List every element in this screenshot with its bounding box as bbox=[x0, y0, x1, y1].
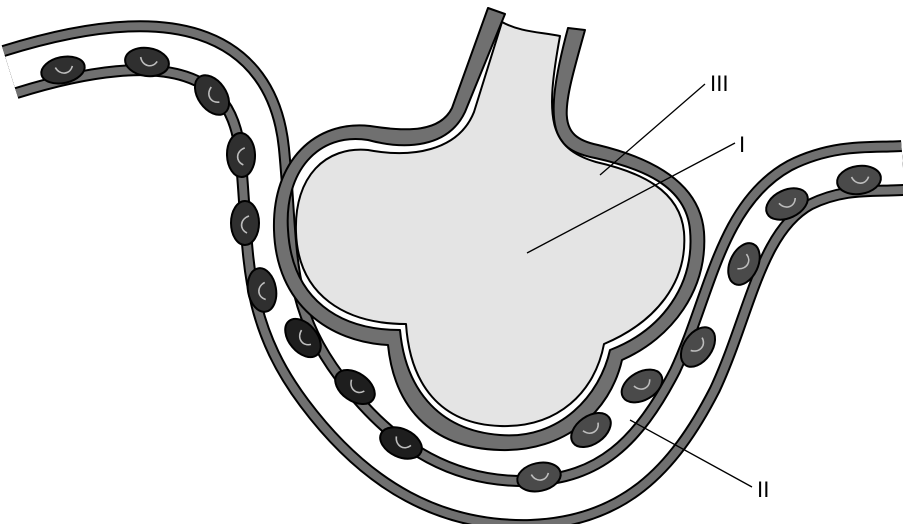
label-III: III bbox=[710, 72, 729, 96]
red-blood-cell bbox=[226, 133, 256, 178]
red-blood-cell bbox=[231, 201, 259, 245]
alveolus-lumen bbox=[296, 22, 684, 426]
leader-line-III bbox=[600, 84, 705, 175]
label-II: II bbox=[757, 478, 769, 502]
label-I: I bbox=[739, 133, 745, 157]
